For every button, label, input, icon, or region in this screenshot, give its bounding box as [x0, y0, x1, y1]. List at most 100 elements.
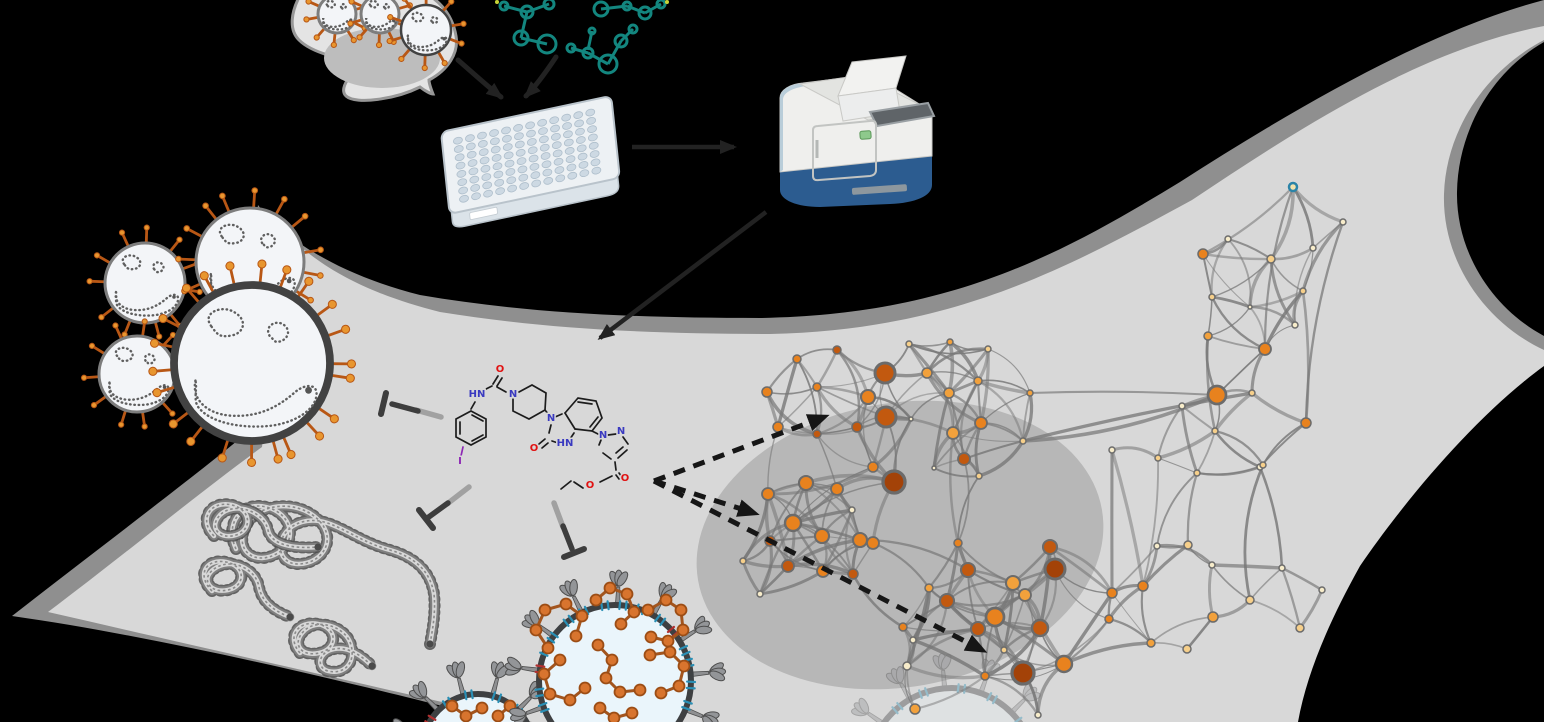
network-node[interactable] [943, 387, 955, 399]
network-node[interactable] [1019, 437, 1027, 445]
network-edge [766, 493, 790, 567]
network-node[interactable] [1318, 586, 1326, 594]
network-node[interactable] [1054, 654, 1074, 674]
network-node[interactable] [938, 592, 956, 610]
network-node[interactable] [1104, 614, 1114, 624]
network-node[interactable] [973, 376, 983, 386]
network-node[interactable] [1247, 304, 1253, 310]
rnp-bead [537, 667, 551, 681]
network-node[interactable] [756, 590, 764, 598]
network-node[interactable] [1266, 254, 1276, 264]
network-node[interactable] [905, 340, 913, 348]
network-node[interactable] [1208, 293, 1216, 301]
network-node[interactable] [830, 482, 844, 496]
network-node[interactable] [902, 661, 912, 671]
network-edge [851, 573, 904, 629]
network-node[interactable] [957, 452, 971, 466]
network-node[interactable] [1203, 331, 1213, 341]
network-node[interactable] [866, 536, 880, 550]
spike-stalk [156, 342, 175, 349]
network-node[interactable] [739, 557, 747, 565]
network-node[interactable] [1211, 427, 1219, 435]
network-node[interactable] [1193, 469, 1201, 477]
network-node[interactable] [898, 622, 908, 632]
network-node-highlight[interactable] [1287, 181, 1299, 193]
network-node[interactable] [761, 386, 773, 398]
network-node[interactable] [832, 345, 842, 355]
network-node[interactable] [1259, 461, 1267, 469]
network-node[interactable] [792, 354, 802, 364]
network-node[interactable] [1206, 384, 1228, 406]
network-node[interactable] [924, 583, 934, 593]
network-node[interactable] [1258, 342, 1272, 356]
network-node[interactable] [859, 388, 877, 406]
network-node[interactable] [909, 636, 917, 644]
network-node[interactable] [1278, 564, 1286, 572]
reader-power-button[interactable] [859, 130, 872, 140]
network-node[interactable] [1183, 540, 1193, 550]
network-node[interactable] [812, 429, 822, 439]
network-node[interactable] [1004, 574, 1022, 592]
plate-wells [453, 108, 602, 203]
network-node[interactable] [848, 506, 856, 514]
network-node[interactable] [931, 465, 937, 471]
reader-door[interactable] [812, 119, 877, 182]
network-node[interactable] [1299, 287, 1307, 295]
network-node[interactable] [959, 561, 977, 579]
network-node[interactable] [1197, 248, 1209, 260]
network-node[interactable] [1245, 595, 1255, 605]
network-node[interactable] [1043, 557, 1067, 581]
network-node[interactable] [1248, 389, 1256, 397]
network-node[interactable] [1106, 587, 1118, 599]
network-node[interactable] [1010, 660, 1036, 686]
network-node[interactable] [1146, 638, 1156, 648]
network-node[interactable] [953, 538, 963, 548]
network-node[interactable] [881, 469, 907, 495]
network-node[interactable] [1208, 561, 1216, 569]
network-node[interactable] [1030, 618, 1050, 638]
network-node[interactable] [1018, 588, 1032, 602]
network-node[interactable] [1026, 389, 1034, 397]
network-node[interactable] [1178, 402, 1186, 410]
network-node[interactable] [1000, 646, 1008, 654]
network-node[interactable] [969, 620, 987, 638]
network-node[interactable] [909, 703, 921, 715]
network-node[interactable] [1309, 244, 1317, 252]
network-node[interactable] [1154, 454, 1162, 462]
network-node[interactable] [1291, 321, 1299, 329]
network-node[interactable] [1339, 218, 1347, 226]
network-node[interactable] [908, 416, 914, 422]
network-node[interactable] [867, 461, 879, 473]
network-node[interactable] [984, 606, 1006, 628]
network-node[interactable] [1153, 542, 1161, 550]
network-node[interactable] [1300, 417, 1312, 429]
network-node[interactable] [873, 361, 897, 385]
network-node[interactable] [781, 559, 795, 573]
network-node[interactable] [1207, 611, 1219, 623]
network-node[interactable] [1041, 538, 1059, 556]
plate-well [579, 169, 590, 178]
network-node[interactable] [851, 421, 863, 433]
network-node[interactable] [1295, 623, 1305, 633]
network-node[interactable] [783, 513, 803, 533]
network-node[interactable] [974, 416, 988, 430]
network-node[interactable] [1224, 235, 1232, 243]
network-node[interactable] [1034, 711, 1042, 719]
network-node[interactable] [797, 474, 815, 492]
network-node[interactable] [874, 405, 898, 429]
network-node[interactable] [847, 568, 859, 580]
network-node[interactable] [761, 487, 775, 501]
network-node[interactable] [1182, 644, 1192, 654]
plate-label [469, 206, 498, 220]
network-node[interactable] [921, 367, 933, 379]
network-node[interactable] [851, 531, 869, 549]
network-node[interactable] [812, 382, 822, 392]
network-node[interactable] [946, 338, 954, 346]
network-node[interactable] [1137, 580, 1149, 592]
network-node[interactable] [813, 527, 831, 545]
network-node[interactable] [946, 426, 960, 440]
network-node[interactable] [984, 345, 992, 353]
network-node[interactable] [1108, 446, 1116, 454]
network-node[interactable] [975, 472, 983, 480]
network-node[interactable] [980, 671, 990, 681]
